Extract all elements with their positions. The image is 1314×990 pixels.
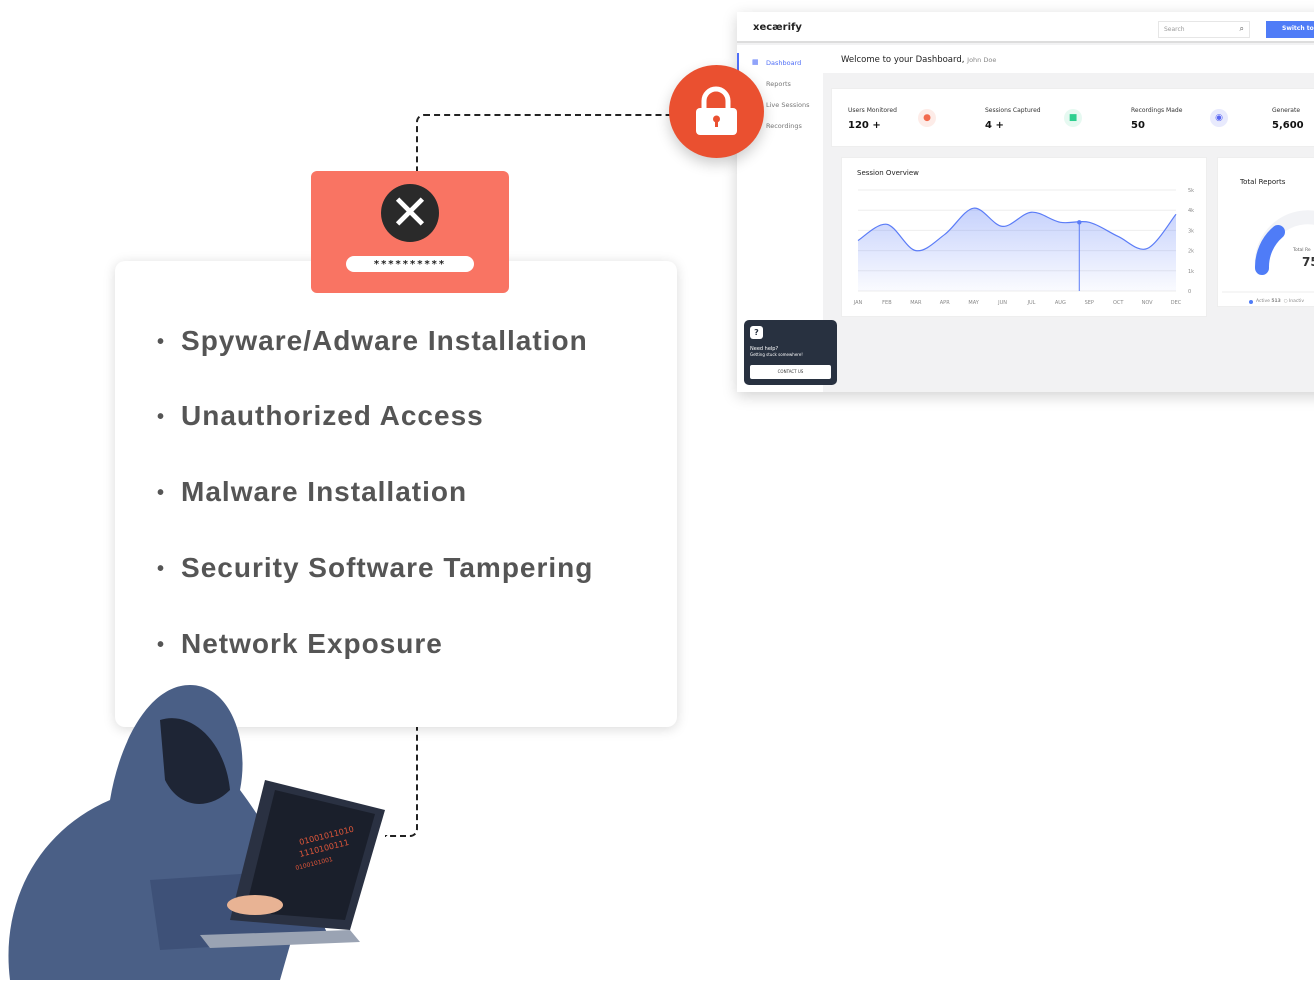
legend-dot: [1249, 300, 1253, 304]
x-icon: ✕: [381, 184, 439, 242]
user-icon: ●: [918, 109, 936, 127]
x-tick-label: AUG: [1055, 300, 1066, 306]
help-widget: ? Need help? Getting stuck somewhere! CO…: [744, 320, 837, 385]
x-tick-label: NOV: [1142, 300, 1154, 306]
hover-point: [1077, 220, 1081, 224]
y-tick-label: 1k: [1188, 269, 1194, 275]
x-tick-label: SEP: [1085, 300, 1094, 306]
connector-top: [416, 114, 670, 171]
sidebar-item-dashboard[interactable]: Dashboard: [766, 59, 801, 67]
threat-item: Security Software Tampering: [157, 552, 593, 584]
sidebar-item-live-sessions[interactable]: Live Sessions: [766, 101, 810, 109]
threat-item: Unauthorized Access: [157, 400, 484, 432]
y-tick-label: 4k: [1188, 208, 1194, 214]
video-icon: ■: [1064, 109, 1082, 127]
gauge-fill: [1262, 232, 1278, 268]
search-icon: ⌕: [1240, 24, 1244, 34]
x-tick-label: MAY: [968, 300, 979, 306]
x-tick-label: OCT: [1113, 300, 1124, 306]
x-tick-label: JAN: [853, 300, 863, 306]
welcome-header: Welcome to your Dashboard, John Doe: [823, 45, 1314, 73]
x-tick-label: JUL: [1026, 300, 1035, 306]
threat-item: Network Exposure: [157, 628, 443, 660]
series-area: [858, 208, 1176, 291]
x-tick-label: MAR: [910, 300, 922, 306]
x-tick-label: APR: [940, 300, 950, 306]
dashboard-screenshot: xecærify Search⌕ Switch to A ▦ Dashboard…: [737, 12, 1314, 392]
x-tick-label: JUN: [997, 300, 1007, 306]
y-tick-label: 0: [1188, 289, 1191, 295]
password-field: **********: [346, 256, 474, 272]
y-tick-label: 5k: [1188, 188, 1194, 194]
lock-icon: [669, 65, 764, 158]
x-tick-label: FEB: [882, 300, 892, 306]
gauge: [1218, 158, 1314, 308]
help-icon: ?: [750, 326, 763, 339]
logo: xecærify: [753, 22, 802, 33]
y-tick-label: 3k: [1188, 228, 1194, 234]
switch-button[interactable]: Switch to A: [1266, 21, 1314, 38]
contact-us-button[interactable]: CONTACT US: [750, 365, 831, 379]
threat-list-card: Spyware/Adware Installation Unauthorized…: [115, 261, 677, 727]
threat-item: Malware Installation: [157, 476, 467, 508]
hands: [227, 895, 283, 915]
threat-item: Spyware/Adware Installation: [157, 325, 588, 357]
total-reports-card: Total Reports Total Re 75 Active 513 ○ I…: [1217, 157, 1314, 307]
top-bar: xecærify Search⌕ Switch to A: [737, 12, 1314, 43]
sidebar-item-recordings[interactable]: Recordings: [766, 122, 802, 130]
search-input[interactable]: Search⌕: [1158, 21, 1250, 38]
record-icon: ◉: [1210, 109, 1228, 127]
y-tick-label: 2k: [1188, 249, 1194, 255]
user-name: John Doe: [967, 56, 996, 64]
hacker-illustration: 01001011010 1110100111 0100101001: [0, 680, 400, 990]
failed-login-badge: ✕ **********: [311, 171, 509, 293]
sidebar-item-reports[interactable]: Reports: [766, 80, 791, 88]
x-tick-label: DEC: [1171, 300, 1182, 306]
